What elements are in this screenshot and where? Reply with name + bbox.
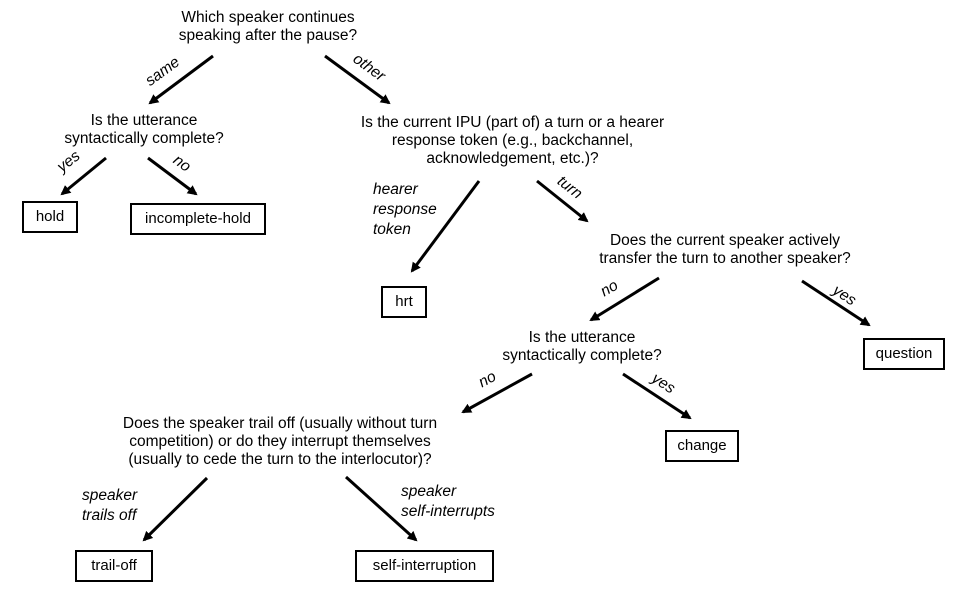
edge-label-line: speaker [401, 483, 457, 500]
question-line: Is the utterance [90, 112, 198, 129]
arrow-no-2 [589, 276, 660, 322]
question-line: Does the current speaker actively [609, 232, 841, 249]
arrow-yes-2 [801, 279, 871, 327]
arrow-yes-3 [622, 372, 692, 420]
question-line: Which speaker continues [181, 9, 355, 26]
question-active-transfer: Does the current speaker actively transf… [580, 232, 870, 268]
arrow-yes-1 [60, 156, 107, 196]
question-line: competition) or do they interrupt themse… [129, 433, 431, 450]
question-line: Is the utterance [528, 329, 636, 346]
outcome-change: change [665, 430, 739, 462]
outcome-question: question [863, 338, 945, 370]
outcome-self-interruption: self-interruption [355, 550, 494, 582]
outcome-incomplete-hold: incomplete-hold [130, 203, 266, 235]
question-line: transfer the turn to another speaker? [599, 250, 851, 267]
edge-label-line: response [373, 201, 437, 218]
edge-label-speaker-trails-off: speaker trails off [82, 486, 137, 526]
edge-label-speaker-self-interrupts: speaker self-interrupts [401, 482, 495, 522]
arrow-no-1 [147, 156, 198, 196]
arrow-turn [536, 179, 589, 223]
question-line: Does the speaker trail off (usually with… [122, 415, 438, 432]
question-line: speaking after the pause? [178, 27, 358, 44]
question-line: response token (e.g., backchannel, [391, 132, 634, 149]
question-turn-or-hearer-response: Is the current IPU (part of) a turn or a… [340, 114, 685, 168]
edge-label-line: token [373, 221, 411, 238]
edge-label-line: hearer [373, 181, 418, 198]
outcome-hrt: hrt [381, 286, 427, 318]
question-line: syntactically complete? [502, 347, 662, 364]
question-syntactically-complete-2: Is the utterance syntactically complete? [482, 329, 682, 365]
question-syntactically-complete-1: Is the utterance syntactically complete? [44, 112, 244, 148]
question-trail-off-or-interrupt: Does the speaker trail off (usually with… [100, 415, 460, 469]
arrow-speaker-trails-off [142, 476, 209, 542]
outcome-trail-off: trail-off [75, 550, 153, 582]
arrow-hearer-response-token [410, 180, 481, 273]
question-line: syntactically complete? [64, 130, 224, 147]
edge-label-line: speaker [82, 487, 138, 504]
question-who-continues: Which speaker continues speaking after t… [148, 9, 388, 45]
question-line: (usually to cede the turn to the interlo… [128, 451, 432, 468]
arrow-speaker-self-interrupts [344, 475, 418, 542]
arrow-same [148, 54, 214, 105]
arrow-no-3 [461, 372, 533, 414]
outcome-hold: hold [22, 201, 78, 233]
edge-label-hearer-response-token: hearer response token [373, 180, 437, 240]
question-line: Is the current IPU (part of) a turn or a… [360, 114, 665, 131]
edge-label-line: self-interrupts [401, 503, 495, 520]
arrow-other [324, 54, 391, 105]
question-line: acknowledgement, etc.)? [426, 150, 599, 167]
edge-label-line: trails off [82, 507, 137, 524]
